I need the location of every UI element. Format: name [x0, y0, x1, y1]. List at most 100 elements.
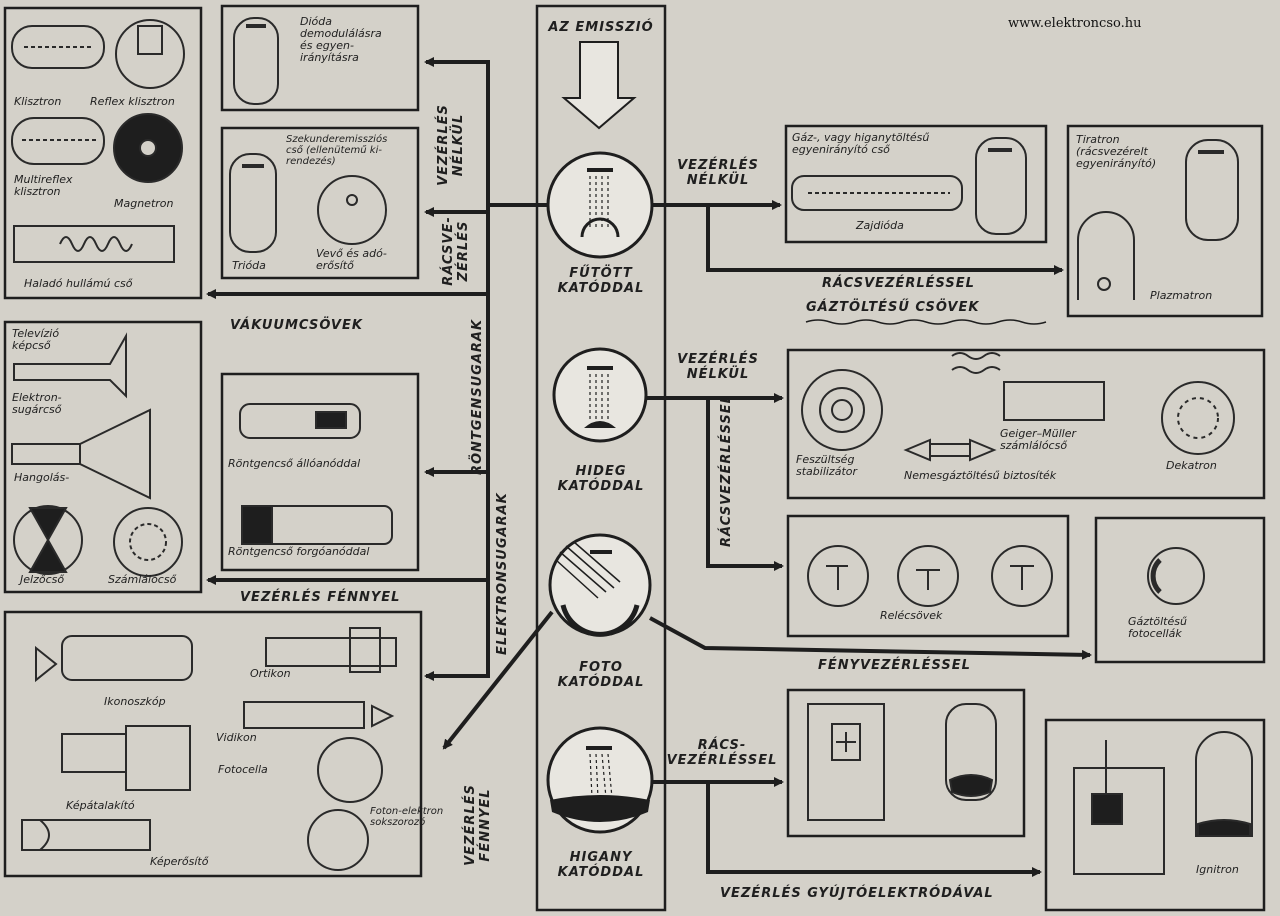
- counter-tube-icon: [113, 507, 183, 577]
- arrow-to-triode: [424, 205, 490, 217]
- image-intensifier-label: Képerősítő: [150, 855, 209, 868]
- no-control-left-label: VEZÉRLÉS NÉLKÜL: [436, 104, 466, 186]
- triode-tube-icon: [229, 153, 277, 253]
- ignitron-box: [1044, 718, 1266, 912]
- plasmatron-icon: [1077, 211, 1135, 300]
- photomultiplier-icon: [307, 809, 369, 871]
- vacuum-tubes-label: VÁKUUMCSÖVEK: [230, 318, 363, 333]
- heated-cathode-icon: [546, 151, 654, 259]
- noble-gas-fuse-icon: [903, 438, 997, 462]
- relay-tube-1-icon: [807, 545, 869, 607]
- microwave-tubes-box: [3, 6, 203, 300]
- tuning-indicator-icon: [13, 505, 83, 575]
- dekatron-icon: [1161, 381, 1235, 455]
- light-control-vertical-label: VEZÉRLÉS FÉNNYEL: [463, 784, 493, 866]
- noble-gas-fuse-label: Nemesgáztöltésű biztosíték: [904, 469, 1057, 482]
- mercury-tube-icon: [945, 703, 997, 801]
- multireflex-klystron-label: Multireflex klisztron: [14, 173, 73, 198]
- triode-label: Trióda: [232, 259, 266, 272]
- photo-cathode-icon: [548, 533, 652, 637]
- arrow-to-diode: [424, 57, 548, 207]
- relay-tube-3-icon: [991, 545, 1053, 607]
- magnetron-label: Magnetron: [114, 197, 174, 210]
- thyratron-box: [1066, 124, 1264, 318]
- light-control-top-label: VEZÉRLÉS FÉNNYEL: [240, 590, 401, 605]
- center-column: [535, 4, 667, 912]
- crt-label: Elektron- sugárcső: [12, 391, 62, 416]
- photo-cathode-label: FOTO KATÓDDAL: [557, 660, 645, 690]
- photocell-icon: [317, 737, 383, 803]
- ignition-electrode-control-label: VEZÉRLÉS GYÚJTÓELEKTRÓDÁVAL: [720, 886, 994, 901]
- display-tubes-box: [3, 320, 203, 594]
- ignitron-apparatus-icon: [1073, 740, 1165, 875]
- xray-beams-label: RÖNTGENSUGARAK: [470, 318, 485, 475]
- heated-cathode-label: FŰTÖTT KATÓDDAL: [557, 266, 645, 296]
- reflex-klystron-icon: [115, 19, 185, 89]
- thyratron-label: Tiratron (rácsvezérelt egyenirányító): [1076, 133, 1157, 170]
- emission-arrow-icon: [561, 41, 637, 130]
- gas-rectifier-tube-icon: [975, 137, 1027, 235]
- voltage-stabilizer-label: Feszültség stabilizátor: [796, 453, 858, 478]
- iconoscope-label: Ikonoszkóp: [104, 695, 166, 708]
- relay-tubes-box: [786, 514, 1070, 638]
- crt-tube-icon: [11, 408, 151, 500]
- xray-fixed-anode-icon: [239, 403, 361, 439]
- noise-diode-icon: [791, 175, 963, 211]
- vidicon-label: Vidikon: [216, 731, 257, 744]
- arrow-to-gas-photocell: [649, 616, 1092, 660]
- mercury-grid-rectifier-icon: [807, 703, 885, 821]
- grid-control-vertical-label: RÁCSVEZÉRLÉSSEL: [719, 394, 734, 547]
- magnetron-icon: [113, 113, 183, 183]
- xray-fixed-anode-label: Röntgencső állóanóddal: [228, 457, 361, 470]
- triode-box: [220, 126, 420, 280]
- arrow-to-thyratron: [706, 205, 1064, 275]
- vidicon-icon: [243, 701, 395, 729]
- gas-filled-tubes-label: GÁZTÖLTÉSŰ CSÖVEK: [806, 300, 980, 315]
- reflex-klystron-label: Reflex klisztron: [90, 95, 175, 108]
- emission-title: AZ EMISSZIÓ: [548, 20, 654, 35]
- gas-rectifier-box: [784, 124, 1048, 244]
- relay-tubes-label: Relécsövek: [880, 609, 943, 622]
- mercury-grid-box: [786, 688, 1026, 838]
- cold-cathode-box: [786, 348, 1266, 500]
- gas-photocell-tube-icon: [1147, 547, 1205, 605]
- ignitron-label: Ignitron: [1196, 863, 1239, 876]
- amplifier-label: Vevő és adó- erősítő: [316, 247, 387, 272]
- gas-photocell-box: [1094, 516, 1266, 664]
- tv-picture-tube-label: Televízió képcső: [12, 327, 60, 352]
- mercury-cathode-label: HIGANY KATÓDDAL: [557, 850, 645, 880]
- secondary-emission-tube-icon: [317, 175, 387, 245]
- mercury-cathode-icon: [546, 726, 654, 834]
- indicator-tube-label: Jelzőcső: [20, 573, 65, 586]
- arrow-to-ignitron: [706, 782, 1042, 877]
- no-control-heated-label: VEZÉRLÉS NÉLKÜL: [677, 158, 759, 188]
- diode-box: [220, 4, 420, 112]
- gas-rectifier-label: Gáz-, vagy higanytöltésű egyenirányító c…: [792, 131, 930, 156]
- watermark: www.elektroncso.hu: [1008, 16, 1142, 31]
- electron-beams-label: ELEKTRONSUGARAK: [495, 492, 510, 655]
- arrow-to-photo-tubes: [424, 580, 490, 681]
- noise-diode-label: Zajdióda: [856, 219, 904, 232]
- tv-picture-tube-icon: [13, 332, 127, 399]
- image-intensifier-icon: [21, 819, 151, 851]
- no-control-cold-label: VEZÉRLÉS NÉLKÜL: [677, 352, 759, 382]
- diode-tube-icon: [233, 17, 279, 105]
- thyratron-tube-icon: [1185, 139, 1239, 241]
- photocell-label: Fotocella: [218, 763, 268, 776]
- gas-photocell-label: Gáztöltésű fotocellák: [1128, 615, 1187, 640]
- geiger-muller-icon: [951, 352, 1105, 421]
- cold-cathode-label: HIDEG KATÓDDAL: [557, 464, 645, 494]
- orthicon-icon: [265, 627, 397, 673]
- secondary-emission-label: Szekunderemissziós cső (ellenütemű ki- r…: [286, 134, 388, 167]
- light-control-label: FÉNYVEZÉRLÉSSEL: [818, 658, 971, 673]
- tuning-label: Hangolás-: [14, 471, 70, 484]
- geiger-muller-label: Geiger–Müller számlálócső: [1000, 427, 1076, 452]
- ignitron-tube-icon: [1195, 731, 1253, 837]
- xray-rotating-anode-icon: [241, 505, 393, 545]
- diode-label: Dióda demodulálásra és egyen- irányításr…: [300, 15, 382, 64]
- klystron-icon: [11, 25, 105, 69]
- multireflex-klystron-icon: [11, 117, 105, 165]
- photo-tubes-box: [3, 610, 423, 878]
- plasmatron-label: Plazmatron: [1150, 289, 1213, 302]
